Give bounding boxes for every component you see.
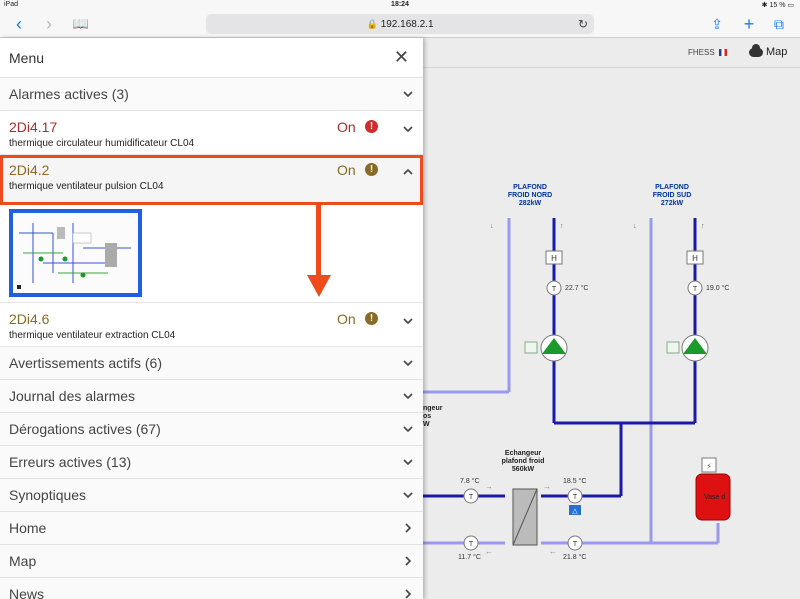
menu-title: Menu: [9, 50, 45, 66]
url-text: 192.168.2.1: [380, 19, 434, 30]
synoptic-thumbnail[interactable]: [9, 209, 142, 297]
annotation-arrow-line: [316, 205, 321, 277]
status-bar: iPad 18:24 ✱ 15 % ▭: [0, 0, 800, 10]
chevron-right-icon: [405, 523, 412, 533]
chevron-up-icon: [403, 168, 413, 175]
svg-text:←: ←: [549, 547, 557, 556]
svg-text:△: △: [572, 508, 578, 515]
svg-text:←: ←: [485, 547, 493, 556]
svg-text:T: T: [552, 286, 557, 293]
section-active-errors[interactable]: Erreurs actives (13): [0, 446, 423, 479]
right-out-temp: 21.8 °C: [563, 554, 587, 561]
lock-icon: 🔒: [366, 19, 378, 29]
annotation-arrow-head: [307, 275, 331, 297]
menu-item-map[interactable]: Map: [0, 545, 423, 578]
alarm-warning-icon: !: [365, 163, 378, 176]
clock: 18:24: [391, 1, 409, 8]
svg-text:T: T: [573, 541, 578, 548]
svg-text:T: T: [693, 286, 698, 293]
new-tab-icon[interactable]: +: [743, 14, 755, 34]
svg-text:↑: ↑: [560, 223, 564, 230]
close-icon[interactable]: ✕: [393, 47, 409, 67]
alarm-item-2Di4-2[interactable]: 2Di4.2 thermique ventilateur pulsion CL0…: [0, 155, 423, 205]
chevron-right-icon: [405, 556, 412, 566]
chevron-down-icon: [403, 393, 413, 400]
chevron-down-icon: [403, 459, 413, 466]
section-active-overrides[interactable]: Dérogations actives (67): [0, 413, 423, 446]
device-label: iPad: [4, 1, 19, 8]
forward-icon[interactable]: ›: [46, 14, 52, 34]
svg-text:T: T: [469, 494, 474, 501]
svg-text:H: H: [692, 254, 698, 263]
section-active-alarms[interactable]: Alarmes actives (3): [0, 78, 423, 111]
address-bar[interactable]: 🔒192.168.2.1 ↻: [206, 14, 594, 34]
alarm-preview-panel: [0, 205, 423, 303]
battery-level: ✱ 15 % ▭: [761, 2, 794, 9]
svg-text:→: →: [485, 482, 493, 491]
tank-label: Vase d: [704, 494, 726, 501]
svg-text:⚡: ⚡: [706, 462, 712, 471]
synoptic-header: FHESS Map: [423, 38, 800, 68]
south-temp: 19.0 °C: [706, 285, 730, 292]
menu-drawer: Menu ✕ Alarmes actives (3) 2Di4.17 therm…: [0, 38, 423, 599]
menu-item-home[interactable]: Home: [0, 512, 423, 545]
svg-text:↑: ↑: [701, 223, 705, 230]
bookmarks-icon[interactable]: 📖: [72, 16, 90, 31]
right-in-temp: 18.5 °C: [563, 478, 587, 485]
chevron-down-icon: [403, 91, 413, 98]
map-link[interactable]: Map: [749, 43, 787, 58]
left-out-temp: 11.7 °C: [458, 554, 481, 561]
chevron-down-icon: [403, 318, 413, 325]
section-active-warnings[interactable]: Avertissements actifs (6): [0, 347, 423, 380]
section-synoptics[interactable]: Synoptiques: [0, 479, 423, 512]
synoptic-view: FHESS Map ↓ ↑ ↓ ↑: [423, 38, 800, 599]
chevron-down-icon: [403, 126, 413, 133]
menu-header: Menu ✕: [0, 38, 423, 78]
reload-icon[interactable]: ↻: [577, 17, 588, 31]
chevron-right-icon: [405, 589, 412, 599]
svg-text:T: T: [469, 541, 474, 548]
north-temp: 22.7 °C: [565, 285, 589, 292]
svg-text:T: T: [573, 494, 578, 501]
share-icon[interactable]: ⇪: [711, 16, 723, 32]
hydraulic-diagram: ↓ ↑ ↓ ↑ H H T T T T T T: [423, 218, 731, 556]
chevron-down-icon: [403, 360, 413, 367]
alarm-item-2Di4-6[interactable]: 2Di4.6 thermique ventilateur extraction …: [0, 303, 423, 347]
browser-toolbar: ‹ › 📖 🔒192.168.2.1 ↻ ⇪ + ⧉: [0, 10, 800, 38]
chevron-down-icon: [403, 426, 413, 433]
alarm-warning-icon: !: [365, 312, 378, 325]
section-alarm-log[interactable]: Journal des alarmes: [0, 380, 423, 413]
tabs-icon[interactable]: ⧉: [774, 16, 784, 32]
svg-text:→: →: [543, 482, 551, 491]
alarm-critical-icon: !: [365, 120, 378, 133]
menu-item-news[interactable]: News: [0, 578, 423, 599]
cloud-icon: [749, 43, 763, 57]
svg-text:↓: ↓: [490, 223, 494, 230]
back-icon[interactable]: ‹: [16, 14, 22, 34]
synoptic-thumbnail-image: [13, 213, 138, 293]
french-flag-icon: [718, 49, 727, 57]
chevron-down-icon: [403, 492, 413, 499]
user-name: FHESS: [688, 48, 727, 57]
svg-text:↓: ↓: [633, 223, 637, 230]
alarm-item-2Di4-17[interactable]: 2Di4.17 thermique circulateur humidifica…: [0, 111, 423, 155]
left-in-temp: 7.8 °C: [460, 478, 480, 485]
svg-text:H: H: [551, 254, 557, 263]
